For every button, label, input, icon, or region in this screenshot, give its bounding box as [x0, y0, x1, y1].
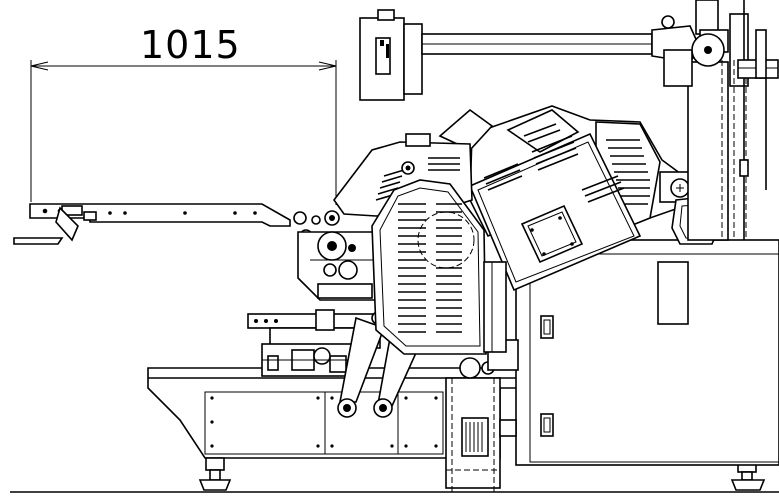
overhead-motor-arm	[359, 9, 701, 101]
infeed-arm	[13, 203, 340, 245]
dimension-label: 1015	[140, 23, 241, 67]
dimension-annotation: 1015	[30, 23, 337, 205]
control-cabinet	[515, 239, 779, 466]
leveling-foot-right	[730, 461, 766, 491]
middle-clamp	[247, 309, 381, 377]
drive-assembly	[297, 231, 379, 301]
front-louvre-panel	[371, 179, 507, 355]
tilted-main-box	[438, 108, 642, 292]
louvre-slots	[398, 203, 462, 333]
right-top-mechanism	[661, 0, 779, 241]
leveling-foot-left	[198, 457, 232, 491]
lower-column	[445, 339, 519, 492]
